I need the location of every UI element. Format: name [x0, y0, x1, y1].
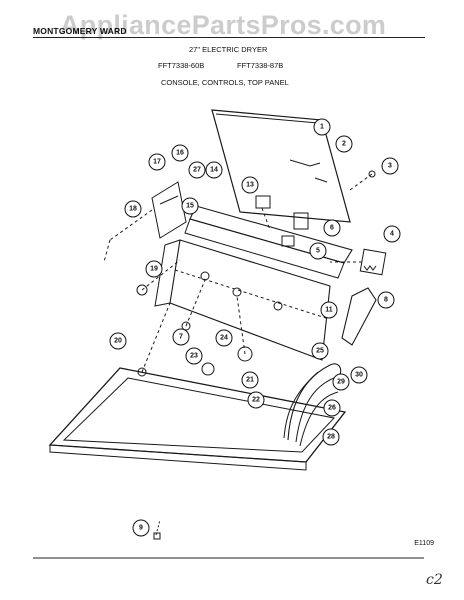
callout-9: 9	[132, 519, 150, 537]
callout-20: 20	[109, 332, 127, 350]
callout-30: 30	[350, 366, 368, 384]
svg-text:24: 24	[220, 335, 228, 342]
svg-text:18: 18	[129, 206, 137, 213]
svg-text:17: 17	[153, 159, 161, 166]
svg-text:16: 16	[176, 150, 184, 157]
callout-3: 3	[381, 157, 399, 175]
callout-29: 29	[332, 373, 350, 391]
model-number-2: FFT7338-87B	[237, 61, 284, 70]
svg-text:15: 15	[186, 203, 194, 210]
svg-text:11: 11	[325, 307, 333, 314]
svg-text:30: 30	[355, 372, 363, 379]
svg-text:5: 5	[316, 248, 320, 255]
svg-text:19: 19	[150, 266, 158, 273]
callout-7: 7	[172, 328, 190, 346]
callout-4: 4	[383, 225, 401, 243]
page-title: 27" ELECTRIC DRYER	[189, 45, 268, 54]
callout-14: 14	[205, 161, 223, 179]
callout-16: 16	[171, 144, 189, 162]
callout-8: 8	[377, 291, 395, 309]
model-number-1: FFT7338-60B	[158, 61, 205, 70]
handwritten-note: c2	[426, 572, 443, 588]
callout-24: 24	[215, 329, 233, 347]
callout-2: 2	[335, 135, 353, 153]
brand-label: MONTGOMERY WARD	[33, 26, 127, 36]
svg-text:8: 8	[384, 297, 388, 304]
callout-6: 6	[323, 219, 341, 237]
callout-11: 11	[320, 301, 338, 319]
svg-text:21: 21	[246, 377, 254, 384]
svg-text:25: 25	[316, 348, 324, 355]
svg-text:13: 13	[246, 182, 254, 189]
callout-22: 22	[247, 391, 265, 409]
callout-18: 18	[124, 200, 142, 218]
svg-text:29: 29	[337, 379, 345, 386]
callout-1: 1	[313, 118, 331, 136]
callout-5: 5	[309, 242, 327, 260]
header-rule	[33, 37, 425, 38]
svg-text:2: 2	[342, 141, 346, 148]
diagram-code: E1109	[414, 540, 434, 547]
callout-27: 27	[188, 161, 206, 179]
svg-text:22: 22	[252, 397, 260, 404]
callout-28: 28	[322, 428, 340, 446]
callout-26: 26	[323, 399, 341, 417]
svg-text:26: 26	[328, 405, 336, 412]
svg-text:9: 9	[139, 525, 143, 532]
svg-text:23: 23	[190, 353, 198, 360]
svg-text:20: 20	[114, 338, 122, 345]
callout-15: 15	[181, 197, 199, 215]
svg-text:6: 6	[330, 225, 334, 232]
diagram-drawing	[48, 109, 387, 540]
svg-text:1: 1	[320, 124, 324, 131]
callout-25: 25	[311, 342, 329, 360]
section-title: CONSOLE, CONTROLS, TOP PANEL	[161, 78, 289, 87]
callout-19: 19	[145, 260, 163, 278]
svg-text:14: 14	[210, 167, 218, 174]
svg-text:4: 4	[390, 231, 394, 238]
svg-text:27: 27	[193, 167, 201, 174]
svg-text:28: 28	[327, 434, 335, 441]
watermark-text: AppliancePartsPros.com	[60, 10, 387, 40]
callout-17: 17	[148, 153, 166, 171]
callout-13: 13	[241, 176, 259, 194]
svg-text:7: 7	[179, 334, 183, 341]
svg-text:3: 3	[388, 163, 392, 170]
callout-23: 23	[185, 347, 203, 365]
callout-21: 21	[241, 371, 259, 389]
